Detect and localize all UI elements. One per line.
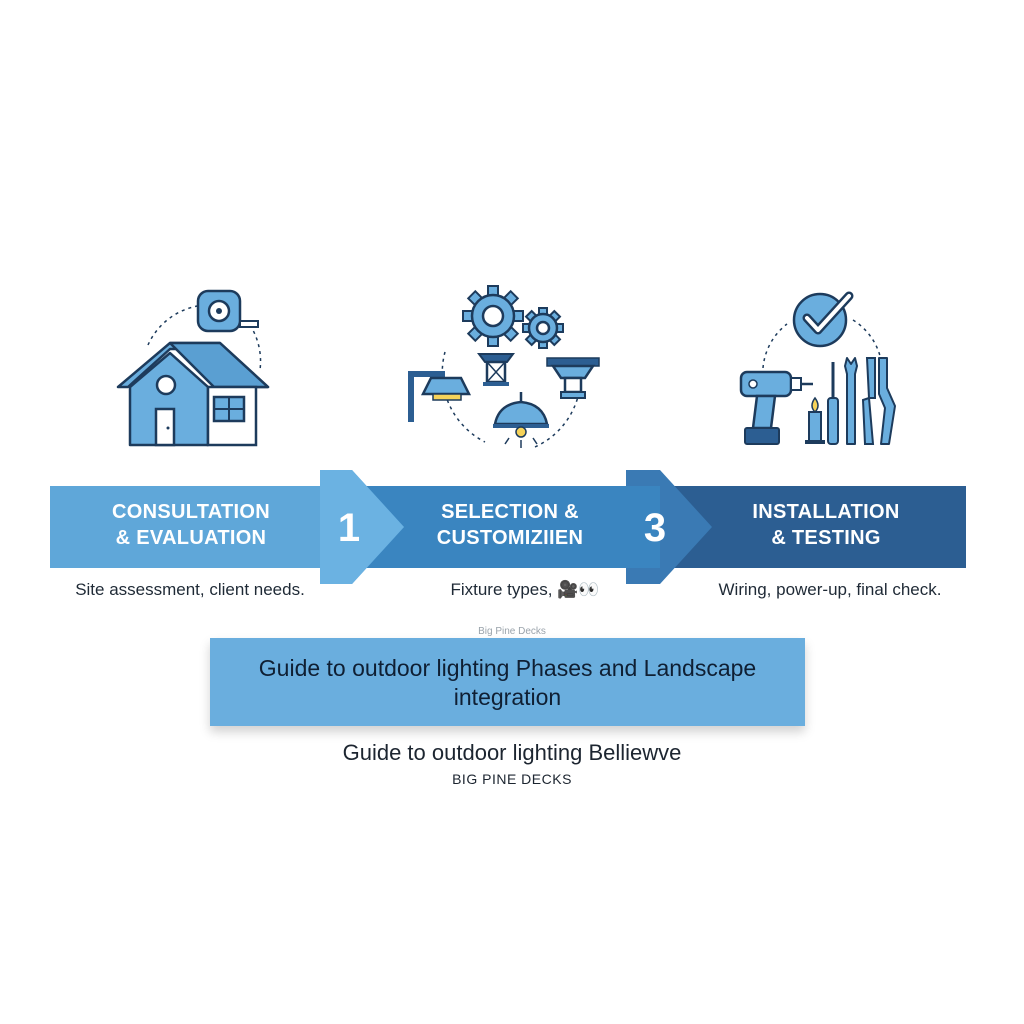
tools-checkmark-icon [735, 288, 905, 453]
title-banner: Guide to outdoor lighting Phases and Lan… [210, 638, 805, 726]
banner-title: Guide to outdoor lighting Phases and Lan… [258, 655, 757, 710]
step2-number: 1 [337, 506, 361, 550]
step3-description: Wiring, power-up, final check. [718, 580, 942, 599]
step3-arrow [626, 470, 966, 584]
step1-title: CONSULTATION & EVALUATION [111, 501, 271, 549]
house-tape-measure-icon [110, 285, 280, 455]
step2-description: Fixture types, 🎥👀 [450, 580, 600, 599]
step2-arrow [360, 486, 660, 568]
step2-title: SELECTION & CUSTOMIZIIEN [436, 501, 584, 549]
step3-number: 3 [643, 506, 667, 550]
gears-lamps-icon [405, 282, 605, 457]
step1-arrow [50, 486, 330, 568]
brand-small-label: Big Pine Decks [478, 626, 546, 637]
subtitle: Guide to outdoor lighting Belliewve [342, 740, 682, 765]
brand-footer: BIG PINE DECKS [452, 771, 572, 787]
step1-description: Site assessment, client needs. [75, 580, 305, 599]
process-arrow-band [0, 460, 1024, 600]
step3-title: INSTALLATION & TESTING [752, 501, 900, 549]
